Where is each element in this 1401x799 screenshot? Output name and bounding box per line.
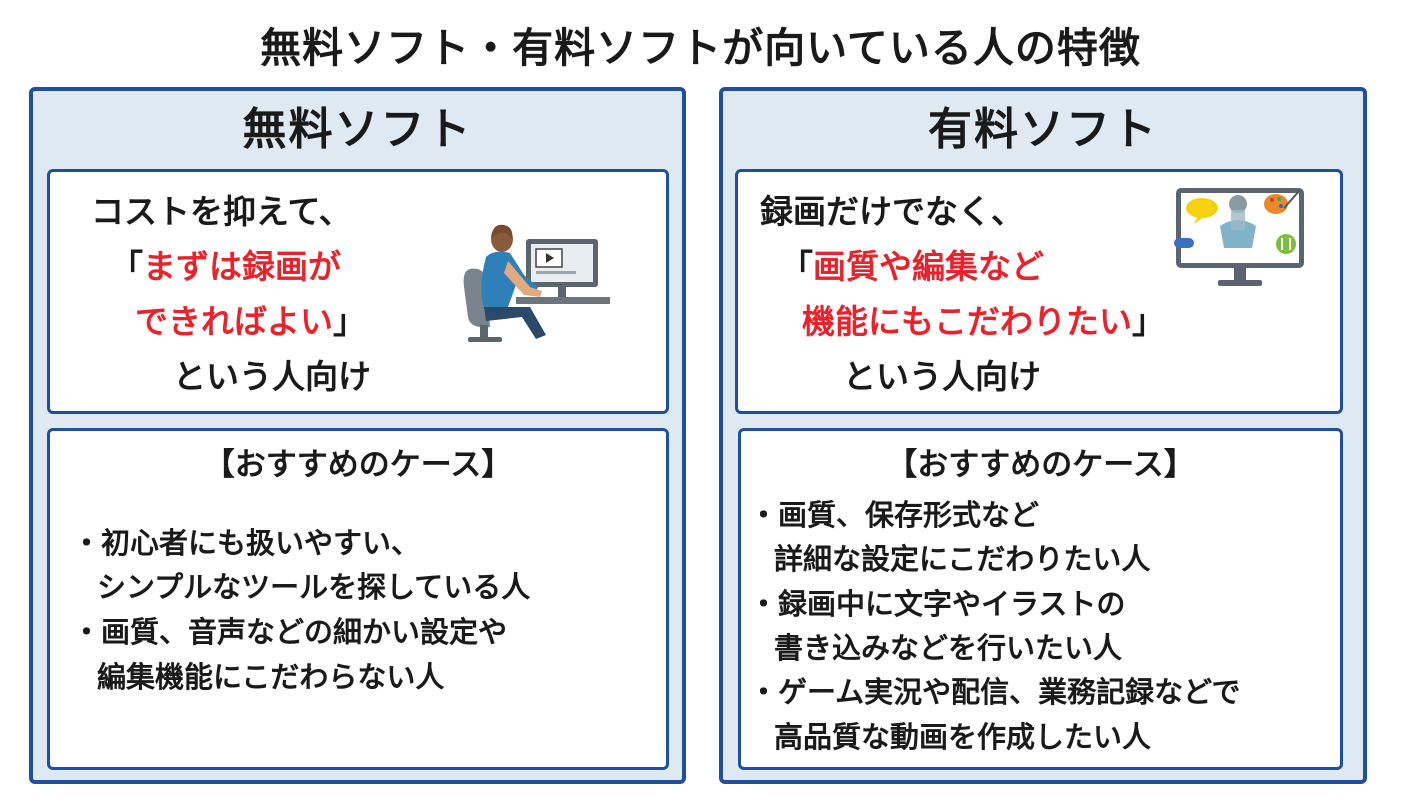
paid-case-line: 書き込みなどを行いたい人 bbox=[774, 631, 1123, 665]
paid-summary-box: 録画だけでなく、 「画質や編集など 機能にもこだわりたい」 という人向け bbox=[735, 169, 1343, 414]
free-case-line: 編集機能にこだわらない人 bbox=[97, 660, 445, 694]
free-summary-box: コストを抑えて、 「まずは録画が できればよい」 という人向け bbox=[47, 169, 669, 414]
creative-monitor-icon bbox=[1174, 188, 1304, 286]
free-software-panel: 無料ソフト コストを抑えて、 「まずは録画が できればよい」 という人向け bbox=[29, 87, 686, 784]
paid-summary-line-2: 「画質や編集など bbox=[780, 247, 1044, 286]
paid-software-panel: 有料ソフト 録画だけでなく、 「画質や編集など 機能にもこだわりたい」 という人… bbox=[719, 87, 1367, 784]
paid-summary-line-3: 機能にもこだわりたい」 bbox=[802, 302, 1165, 341]
free-cases-title: 【おすすめのケース】 bbox=[203, 447, 513, 483]
free-summary-line-4: という人向け bbox=[173, 357, 371, 396]
paid-cases-title: 【おすすめのケース】 bbox=[886, 447, 1195, 483]
paid-cases-box: 【おすすめのケース】 ・画質、保存形式など 詳細な設定にこだわりたい人 ・録画中… bbox=[738, 428, 1343, 770]
page-title: 無料ソフト・有料ソフトが向いている人の特徴 bbox=[260, 24, 1141, 72]
paid-case-line: ・ゲーム実況や配信、業務記録などで bbox=[749, 675, 1241, 709]
paid-summary-line-4: という人向け bbox=[843, 357, 1041, 396]
paid-case-line: ・画質、保存形式など bbox=[749, 498, 1040, 532]
free-case-line: ・初心者にも扱いやすい、 bbox=[72, 526, 421, 560]
paid-case-line: 高品質な動画を作成したい人 bbox=[774, 720, 1152, 754]
free-summary-line-1: コストを抑えて、 bbox=[91, 192, 352, 231]
free-cases-box: 【おすすめのケース】 ・初心者にも扱いやすい、 シンプルなツールを探している人 … bbox=[47, 428, 669, 770]
free-panel-title: 無料ソフト bbox=[242, 104, 473, 155]
paid-case-line: 詳細な設定にこだわりたい人 bbox=[774, 542, 1151, 576]
free-case-line: シンプルなツールを探している人 bbox=[97, 570, 531, 604]
paid-summary-line-1: 録画だけでなく、 bbox=[760, 192, 1024, 231]
person-at-computer-icon bbox=[463, 224, 610, 342]
paid-case-line: ・録画中に文字やイラストの bbox=[749, 587, 1126, 621]
free-summary-line-2: 「まずは録画が bbox=[110, 247, 341, 286]
free-case-line: ・画質、音声などの細かい設定や bbox=[72, 615, 508, 649]
paid-panel-title: 有料ソフト bbox=[928, 104, 1158, 155]
free-summary-line-3: できればよい」 bbox=[135, 302, 366, 341]
